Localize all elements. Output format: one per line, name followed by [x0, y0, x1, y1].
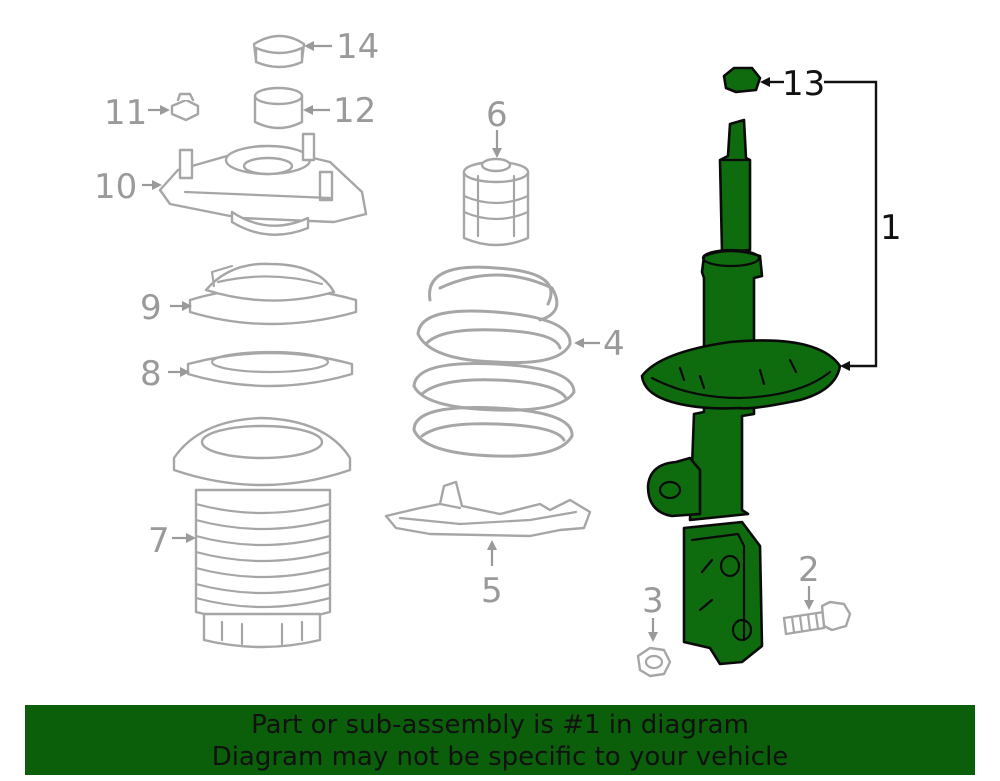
part-7-dust-boot — [172, 416, 352, 649]
part-9-spring-seat — [188, 262, 358, 326]
part-11-nut — [170, 92, 200, 122]
callout-4: 4 — [603, 324, 625, 364]
part-10-upper-mount — [158, 132, 368, 236]
callout-3: 3 — [642, 581, 664, 621]
callout-12: 12 — [333, 91, 376, 131]
callout-6: 6 — [486, 95, 508, 135]
banner-line-1: Part or sub-assembly is #1 in diagram — [251, 710, 749, 740]
part-1-strut-assembly — [640, 118, 842, 666]
callout-10: 10 — [94, 167, 137, 207]
callout-11: 11 — [104, 93, 147, 133]
callout-7: 7 — [148, 521, 170, 561]
notice-banner: Part or sub-assembly is #1 in diagram Di… — [25, 705, 975, 775]
callout-14: 14 — [336, 27, 379, 67]
callout-1: 1 — [880, 208, 902, 248]
parts-diagram: 14 12 11 10 9 8 — [94, 27, 902, 678]
part-2-bolt — [782, 600, 852, 636]
part-13-cap — [722, 66, 762, 94]
callout-13: 13 — [782, 64, 825, 104]
part-12-bushing — [253, 86, 304, 130]
part-5-bracket — [384, 480, 592, 538]
part-6-bump-stop — [462, 157, 530, 247]
part-3-nut — [636, 646, 672, 678]
part-8-insulator — [186, 350, 354, 388]
callout-5: 5 — [481, 571, 503, 611]
callout-9: 9 — [140, 288, 162, 328]
banner-line-2: Diagram may not be specific to your vehi… — [211, 742, 789, 772]
part-14-cap — [252, 34, 306, 69]
part-4-coil-spring — [412, 265, 576, 458]
callout-8: 8 — [140, 354, 162, 394]
callout-2: 2 — [798, 550, 820, 590]
